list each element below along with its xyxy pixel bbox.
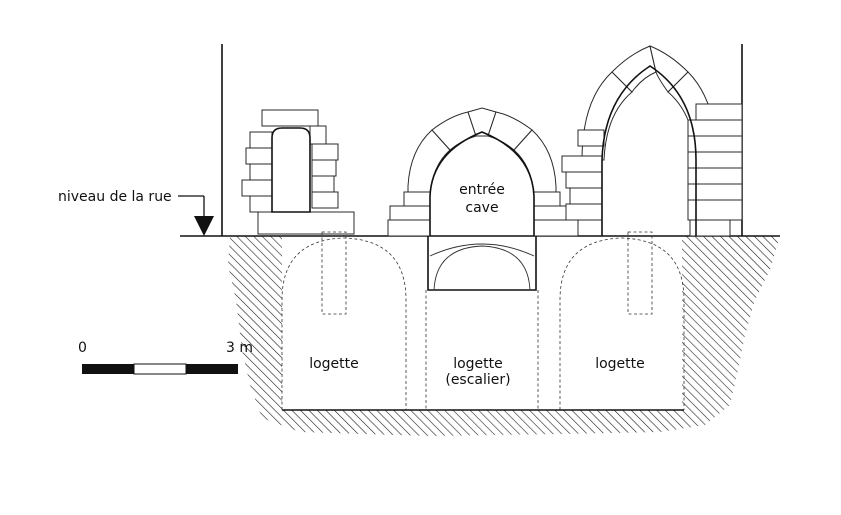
entrance-label-line2: cave	[465, 200, 498, 216]
logette-middle-label-line1: logette	[453, 356, 503, 372]
small-window	[241, 109, 355, 235]
logette-right-label: logette	[595, 356, 645, 372]
large-arch	[561, 45, 743, 237]
scale-start-label: 0	[78, 340, 87, 356]
street-level-label: niveau de la rue	[58, 189, 172, 205]
scale-bar: 0 3 m	[78, 340, 253, 375]
entrance-arch	[387, 107, 579, 237]
logette-middle-label-line2: (escalier)	[445, 372, 510, 388]
down-arrow-icon	[194, 216, 214, 236]
logette-left-label: logette	[309, 356, 359, 372]
cellar-bays	[281, 231, 685, 411]
stair-opening	[427, 236, 537, 291]
earth-hatching	[228, 236, 780, 436]
entrance-label-line1: entrée	[459, 182, 505, 198]
scale-end-label: 3 m	[226, 340, 253, 356]
street-level-marker: niveau de la rue	[58, 189, 214, 236]
